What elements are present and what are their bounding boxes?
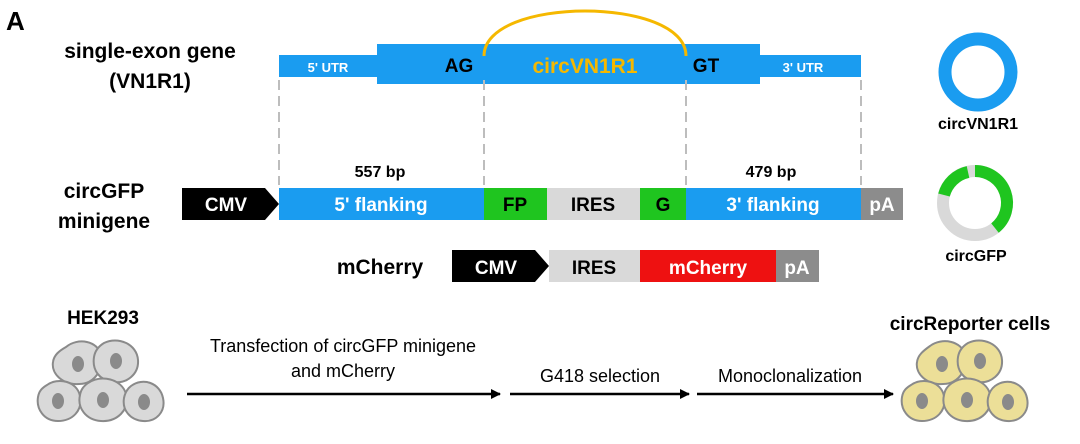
cmv-promoter (182, 188, 279, 220)
gt-label: GT (693, 56, 720, 77)
mcherry-ires-segment (549, 250, 640, 282)
step1-text-line2: and mCherry (291, 361, 395, 381)
mcherry-row-label: mCherry (337, 256, 424, 279)
flank5-segment (279, 188, 484, 220)
g-label: G (656, 195, 671, 216)
minigene-label-line2: minigene (58, 210, 150, 233)
mcherry-pa-segment (776, 250, 819, 282)
step2-text: G418 selection (540, 366, 660, 386)
mcherry-cmv-promoter (452, 250, 549, 282)
exon-bar (377, 44, 760, 84)
circreporter-cells (900, 339, 1029, 423)
pa-label: pA (869, 195, 895, 216)
step1-text-line1: Transfection of circGFP minigene (210, 336, 476, 356)
backsplice-arc (482, 9, 688, 57)
fp-segment (484, 188, 547, 220)
flank5-label: 5' flanking (334, 195, 427, 216)
flank3-segment (686, 188, 861, 220)
circreporter-label: circReporter cells (890, 314, 1051, 335)
flank5-length: 557 bp (355, 164, 406, 181)
circgfp-ring (937, 165, 1014, 241)
gene-label-line1: single-exon gene (64, 40, 236, 63)
panel-letter: A (6, 6, 25, 36)
circgfp-ring-label: circGFP (945, 248, 1007, 265)
cmv-label: CMV (205, 195, 248, 216)
ag-label: AG (445, 56, 474, 77)
flank3-length: 479 bp (746, 164, 797, 181)
gene-label-line2: (VN1R1) (109, 70, 191, 93)
fp-label: FP (503, 195, 528, 216)
circvn1r1-ring-label: circVN1R1 (938, 116, 1018, 133)
mcherry-ires-label: IRES (572, 258, 616, 279)
hek293-cells (36, 339, 165, 423)
alignment-guides (278, 80, 862, 185)
mcherry-label: mCherry (669, 258, 748, 279)
g-segment (640, 188, 686, 220)
utr5-label: 5' UTR (308, 60, 349, 75)
hek293-label: HEK293 (67, 308, 139, 329)
utr5-bar (279, 55, 377, 77)
pa-segment (861, 188, 903, 220)
step3-text: Monoclonalization (718, 366, 862, 386)
ires-label: IRES (571, 195, 615, 216)
circvn1r1-ring (938, 32, 1018, 112)
mcherry-segment (640, 250, 776, 282)
mcherry-pa-label: pA (784, 258, 810, 279)
mcherry-cmv-label: CMV (475, 258, 518, 279)
flank3-label: 3' flanking (726, 195, 819, 216)
ires-segment (547, 188, 640, 220)
circvn1r1-label: circVN1R1 (532, 55, 637, 78)
utr3-bar (760, 55, 861, 77)
utr3-label: 3' UTR (783, 60, 824, 75)
minigene-label-line1: circGFP (64, 180, 145, 203)
